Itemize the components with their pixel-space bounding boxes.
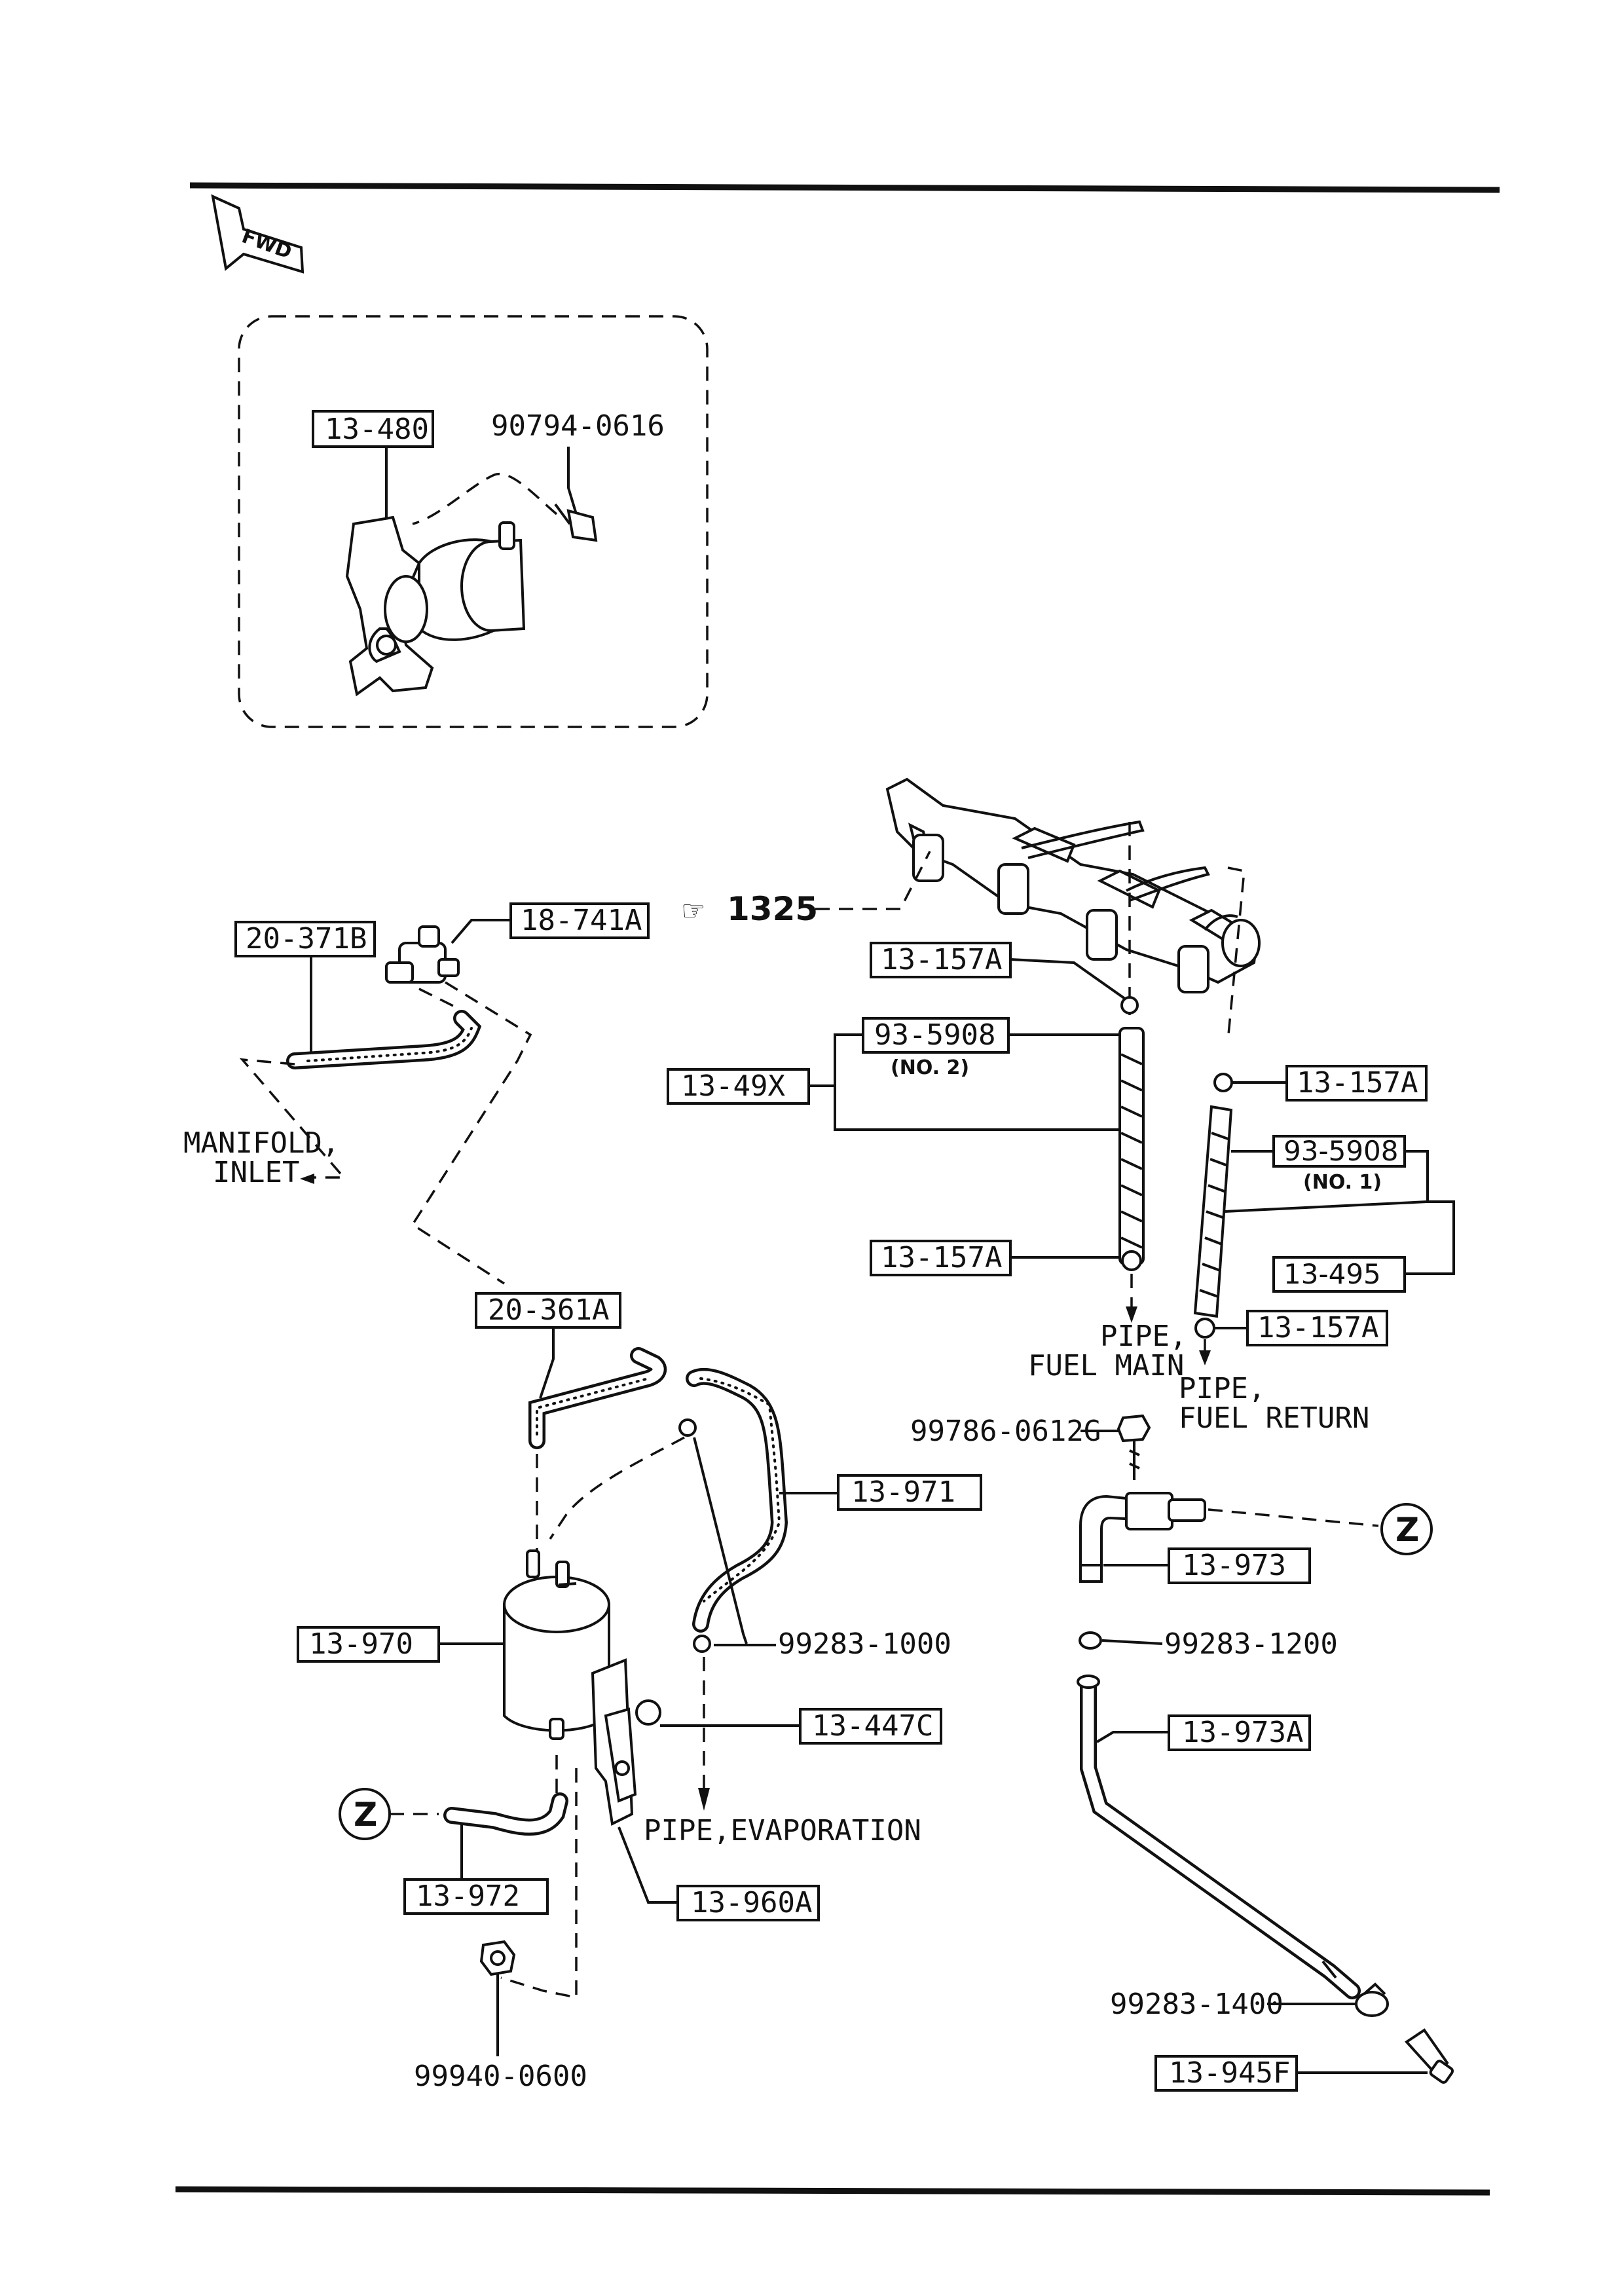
label-13-157A-d: 13-157A (1257, 1311, 1378, 1344)
label-93-5908-no1: 93-5908 (1283, 1135, 1399, 1167)
note-pipe-return-line2: FUEL RETURN (1179, 1401, 1369, 1435)
label-13-972: 13-972 (416, 1879, 520, 1913)
label-99283-1400: 99283-1400 (1110, 1988, 1283, 2021)
clamp-99283-1200-icon (1079, 1631, 1102, 1650)
label-13-157A-a: 13-157A (881, 943, 1002, 976)
clamp-icon (678, 1418, 697, 1437)
z-marker-right-label: Z (1395, 1511, 1419, 1549)
clamp-99283-1400-icon (1355, 1982, 1389, 2017)
label-13-480: 13-480 (325, 413, 429, 446)
label-13-49X: 13-49X (681, 1069, 785, 1103)
bottom-rule (175, 2186, 1490, 2196)
note-pipe-main-line2: FUEL MAIN (1028, 1349, 1184, 1382)
connector-13-945F-icon (1404, 2028, 1454, 2084)
nut-99940-0600-icon (479, 1940, 516, 1976)
ref-1325: 1325 (727, 890, 818, 928)
label-13-960A: 13-960A (691, 1886, 812, 1919)
canister-bracket-13-960A (591, 1658, 661, 1826)
clamp-d-icon (1194, 1318, 1215, 1339)
label-13-973A: 13-973A (1182, 1716, 1303, 1749)
label-13-495: 13-495 (1283, 1258, 1381, 1290)
label-no2: (NO. 2) (891, 1056, 969, 1079)
label-18-741A: 18-741A (521, 904, 642, 937)
note-pipe-main-line1: PIPE, (1100, 1320, 1187, 1353)
label-99283-1000: 99283-1000 (778, 1627, 951, 1661)
fwd-arrow-icon: FWD (211, 194, 304, 274)
charcoal-canister-13-970 (503, 1549, 610, 1740)
bolt-99786-0612G-icon (1116, 1414, 1151, 1480)
bolt-icon (554, 503, 598, 542)
solenoid-valve-18-741A (385, 925, 460, 984)
label-20-361A: 20-361A (488, 1293, 609, 1327)
pipe-13-973A (1077, 1675, 1361, 1999)
label-13-157A-b: 13-157A (881, 1241, 1002, 1274)
ref-arrow-icon: ☞ (681, 895, 706, 927)
label-no1: (NO. 1) (1303, 1171, 1382, 1194)
label-13-973: 13-973 (1182, 1549, 1286, 1582)
label-13-971: 13-971 (851, 1475, 955, 1509)
fuel-rail-assembly (885, 777, 1261, 993)
vacuum-hose-20-371B (286, 1010, 482, 1069)
label-13-157A-c: 13-157A (1297, 1066, 1418, 1100)
note-manifold-line1: MANIFOLD, (183, 1126, 339, 1160)
clamp-c-icon (1213, 1073, 1233, 1092)
label-99940-0600: 99940-0600 (414, 2060, 587, 2093)
z-marker-right (1380, 1503, 1433, 1555)
clamp-b-icon (1121, 1250, 1142, 1271)
label-90794-0616: 90794-0616 (491, 409, 665, 443)
label-13-945F: 13-945F (1169, 2056, 1290, 2090)
fuel-filter-assembly: 13-480 90794-0616 (312, 409, 665, 697)
clamp-99283-1000-icon (693, 1635, 711, 1653)
clamp-a-icon (1120, 996, 1139, 1014)
inset-frame (238, 315, 709, 728)
fuel-hose-no2 (1118, 1027, 1145, 1265)
pipe-13-973 (1079, 1492, 1206, 1583)
label-99786-0612G: 99786-0612G (910, 1415, 1101, 1448)
label-93-5908-no2: 93-5908 (874, 1018, 995, 1052)
top-rule (189, 182, 1500, 193)
fuel-hose-no1 (1193, 1105, 1233, 1318)
z-marker-left-label: Z (354, 1796, 377, 1834)
note-manifold-line2: INLET (213, 1156, 299, 1189)
vacuum-hose-20-361A (528, 1347, 667, 1449)
evap-hose-13-971 (686, 1367, 788, 1633)
label-13-970: 13-970 (309, 1627, 413, 1661)
label-99283-1200: 99283-1200 (1164, 1627, 1338, 1661)
note-pipe-evaporation: PIPE,EVAPORATION (644, 1814, 921, 1847)
label-13-447C: 13-447C (812, 1709, 933, 1743)
hose-13-972 (443, 1792, 568, 1836)
label-20-371B: 20-371B (246, 922, 367, 955)
note-pipe-return-line1: PIPE, (1179, 1372, 1265, 1405)
